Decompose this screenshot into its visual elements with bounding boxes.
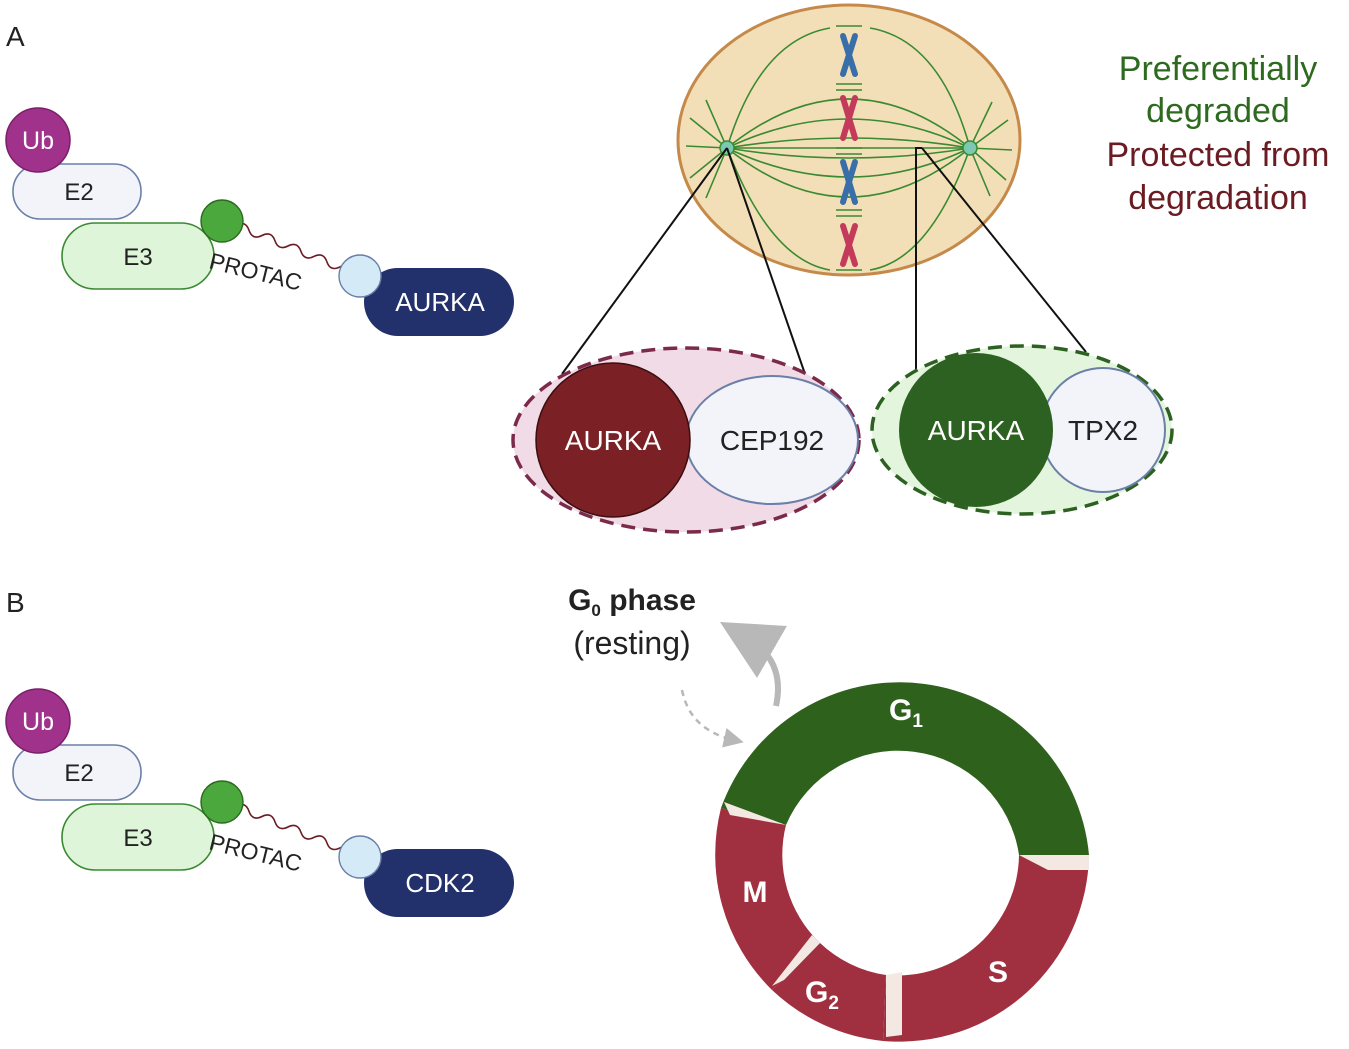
mitotic-cell <box>676 3 1022 277</box>
legend-protected-line2: degradation <box>1128 179 1308 217</box>
s-to-g2-tip <box>886 972 902 1037</box>
target-aurka <box>364 268 514 336</box>
tpx2-label: TPX2 <box>1068 415 1138 446</box>
complex-aurka-tpx2: AURKA TPX2 <box>870 344 1174 516</box>
phase-m-label: M <box>743 876 768 909</box>
target-ligand <box>338 254 382 298</box>
legend: Preferentially degraded Protected from d… <box>1107 50 1330 217</box>
g0-note: (resting) <box>573 625 690 661</box>
legend-preferential-line2: degraded <box>1146 92 1290 130</box>
target-label: AURKA <box>395 287 485 317</box>
callout-lines <box>561 147 1087 375</box>
phase-g1-letter: G <box>889 694 912 727</box>
g0-letter: G <box>568 584 591 617</box>
phase-s-letter: S <box>988 956 1008 989</box>
chromosome-1 <box>840 33 858 77</box>
chromosome-4 <box>840 223 858 267</box>
e3-ligase <box>61 222 215 290</box>
chromosome-3 <box>840 159 858 205</box>
protac-label: PROTAC <box>207 829 305 877</box>
protac-complex-a: E3 E2 Ub PROTAC AURKA <box>5 107 514 336</box>
target-ligand <box>338 835 382 879</box>
e3-label: E3 <box>123 825 152 852</box>
g2-to-m-tip <box>772 935 820 986</box>
g0-title: G0 phase <box>568 584 696 620</box>
aurka-degraded <box>899 353 1053 507</box>
g0-word: phase <box>601 584 696 617</box>
e3-label: E3 <box>123 244 152 271</box>
e3-ligase <box>61 803 215 871</box>
metaphase-plate <box>836 25 862 271</box>
complex-aurka-cep192: AURKA CEP192 <box>511 346 861 534</box>
ubiquitin <box>5 688 71 754</box>
ubiquitin-label: Ub <box>22 127 54 155</box>
phase-g2-letter: G <box>805 976 828 1009</box>
e2-enzyme <box>12 744 142 801</box>
phase-g2-subscript: 2 <box>828 993 839 1014</box>
aurka-protected <box>535 362 691 518</box>
exit-to-g0-arrow <box>720 622 787 707</box>
target-label: CDK2 <box>405 868 474 898</box>
cep192-label: CEP192 <box>720 425 824 456</box>
phase-m-segment <box>715 808 820 990</box>
e2-label: E2 <box>64 760 93 787</box>
aurka-protected-label: AURKA <box>565 425 662 456</box>
m-to-g1-tip <box>724 802 786 825</box>
phase-g1-segment <box>721 682 1089 855</box>
phase-g1-subscript: 1 <box>912 711 923 732</box>
aurka-degraded-label: AURKA <box>928 415 1025 446</box>
cell-cycle-ring <box>715 682 1089 1042</box>
protac-complex-b: E3 E2 Ub PROTAC CDK2 <box>5 688 514 917</box>
return-from-g0-arrow <box>680 689 744 748</box>
phase-g1-label: G1 <box>889 694 923 732</box>
cell-body <box>676 3 1022 277</box>
phase-g2-label: G2 <box>805 976 839 1014</box>
centrosome-right <box>962 140 978 156</box>
e2-label: E2 <box>64 179 93 206</box>
g0-subscript: 0 <box>591 601 600 620</box>
panel-a-label: A <box>6 21 25 52</box>
g1-to-s-tip <box>1019 855 1089 870</box>
legend-preferential-line1: Preferentially <box>1119 50 1317 88</box>
phase-s-segment <box>883 855 1089 1042</box>
e3-ligand <box>200 780 244 824</box>
ubiquitin <box>5 107 71 173</box>
panel-b-label: B <box>6 587 25 618</box>
phase-m-letter: M <box>743 876 768 909</box>
protac-label: PROTAC <box>207 248 305 296</box>
g0-phase-label: G0 phase (resting) <box>568 584 696 661</box>
legend-protected-line1: Protected from <box>1107 136 1330 174</box>
ubiquitin-label: Ub <box>22 708 54 736</box>
phase-s-label: S <box>988 956 1008 989</box>
phase-g2-segment <box>772 943 886 1041</box>
chromosome-2 <box>840 95 858 141</box>
e2-enzyme <box>12 163 142 220</box>
target-cdk2 <box>364 849 514 917</box>
e3-ligand <box>200 199 244 243</box>
